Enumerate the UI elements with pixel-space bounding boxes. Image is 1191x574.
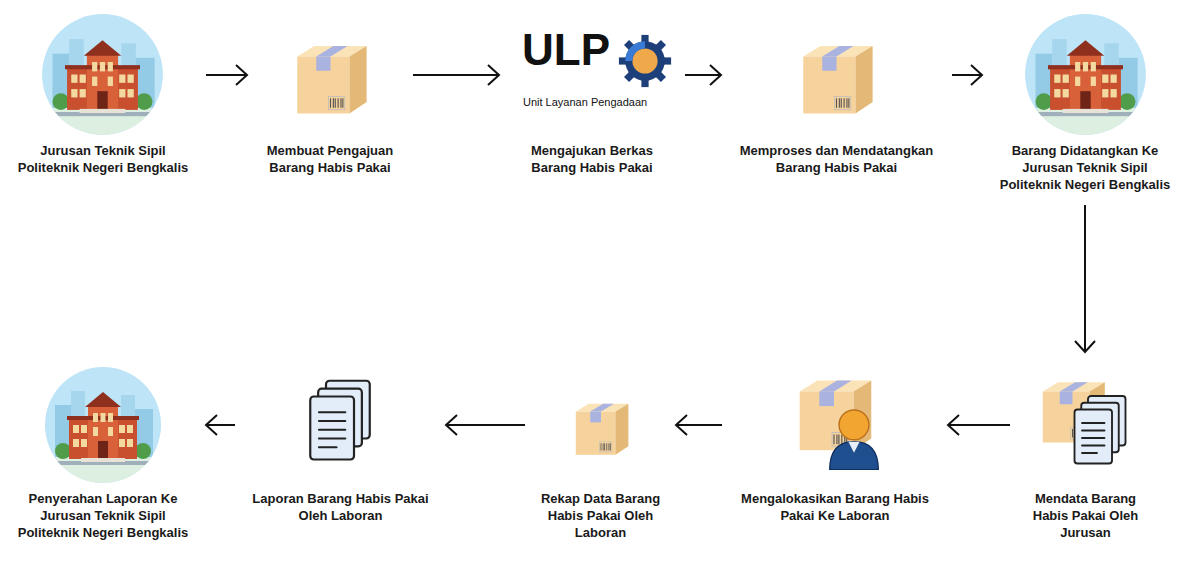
process-step: Penyerahan Laporan Ke Jurusan Teknik Sip… [8,360,198,545]
box-icon [297,46,366,113]
icon-area [8,12,198,142]
step-caption: Rekap Data Barang Habis Pakai Oleh Labor… [538,490,663,541]
flow-arrow [413,74,499,76]
flow-arrow [206,424,235,426]
campus-icon [40,14,165,139]
step-caption: Laporan Barang Habis Pakai Oleh Laboran [248,490,433,524]
logo-subtitle: Unit Layanan Pengadaan [523,96,647,108]
step-caption: Jurusan Teknik Sipil Politeknik Negeri B… [13,142,193,176]
document-icon [310,381,370,460]
process-step: Mengalokasikan Barang Habis Pakai Ke Lab… [730,360,940,528]
process-step: ULP Unit Layanan PengadaanMengajukan Berk… [507,12,677,180]
flow-arrow [948,424,1010,426]
step-caption: Mengajukan Berkas Barang Habis Pakai [522,142,662,176]
process-step: Memproses dan Mendatangkan Barang Habis … [729,12,944,180]
step-caption: Barang Didatangkan Ke Jurusan Teknik Sip… [995,142,1175,193]
step-caption: Mengalokasikan Barang Habis Pakai Ke Lab… [735,490,935,524]
icon-area [1018,360,1153,490]
step-caption: Membuat Pengajuan Barang Habis Pakai [260,142,400,176]
step-caption: Memproses dan Mendatangkan Barang Habis … [734,142,939,176]
campus-icon [43,367,163,487]
flow-arrow [206,74,247,76]
step-caption: Mendata Barang Habis Pakai Oleh Jurusan [1023,490,1148,541]
process-step: Mendata Barang Habis Pakai Oleh Jurusan [1018,360,1153,545]
icon-area [8,360,198,490]
document-icon [1075,396,1126,464]
process-step: Jurusan Teknik Sipil Politeknik Negeri B… [8,12,198,180]
flow-arrow [685,74,721,76]
campus-icon [1023,14,1148,139]
icon-area [729,12,944,142]
box-icon [803,46,872,113]
process-step: Rekap Data Barang Habis Pakai Oleh Labor… [533,360,668,545]
icon-area [533,360,668,490]
icon-area [990,12,1180,142]
logo-text: ULP [522,26,610,74]
process-step: Laporan Barang Habis Pakai Oleh Laboran [243,360,438,528]
flow-arrow [1084,205,1086,352]
person-icon [830,410,879,470]
flow-arrow [446,424,525,426]
icon-area [255,12,405,142]
process-step: Barang Didatangkan Ke Jurusan Teknik Sip… [990,12,1180,197]
step-caption: Penyerahan Laporan Ke Jurusan Teknik Sip… [13,490,193,541]
icon-area [243,360,438,490]
gear-logo [619,35,671,87]
process-step: Membuat Pengajuan Barang Habis Pakai [255,12,405,180]
flow-arrow [952,74,982,76]
box-icon [576,404,629,455]
icon-area [730,360,940,490]
flow-arrow [676,424,722,426]
